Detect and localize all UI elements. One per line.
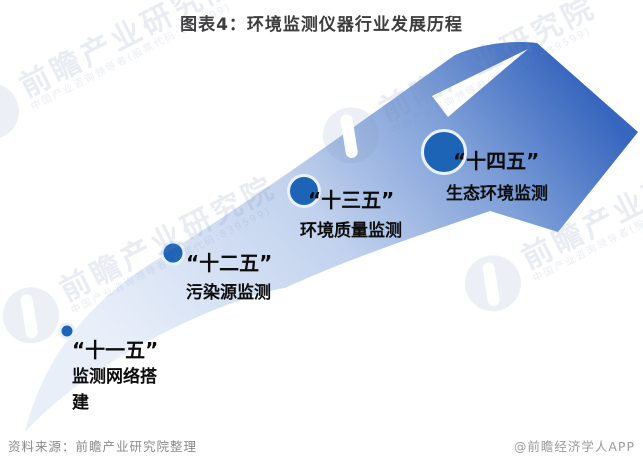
brand-note: @前瞻经济学人APP <box>513 439 635 454</box>
arrow-notch <box>432 49 528 117</box>
milestone-2-period: “十二五” <box>186 251 273 275</box>
milestone-dot-1 <box>58 322 76 340</box>
milestone-4-label: 生态环境监测 <box>446 184 548 204</box>
source-note: 资料来源：前瞻产业研究院整理 <box>8 439 198 454</box>
milestone-dot-2 <box>160 240 186 266</box>
milestone-dot-3 <box>287 174 321 208</box>
milestone-dot-4 <box>421 129 467 175</box>
milestone-2-label: 污染源监测 <box>186 283 271 303</box>
arrow-swoosh <box>25 42 638 433</box>
milestone-3-label: 环境质量监测 <box>300 221 402 241</box>
figure-title: 图表4：环境监测仪器行业发展历程 <box>180 15 463 35</box>
milestone-4-period: “十四五” <box>453 149 540 173</box>
milestone-1-label: 监测网络搭建 <box>72 367 157 413</box>
milestone-3-period: “十三五” <box>308 188 395 212</box>
milestone-1-period: “十一五” <box>72 338 159 362</box>
